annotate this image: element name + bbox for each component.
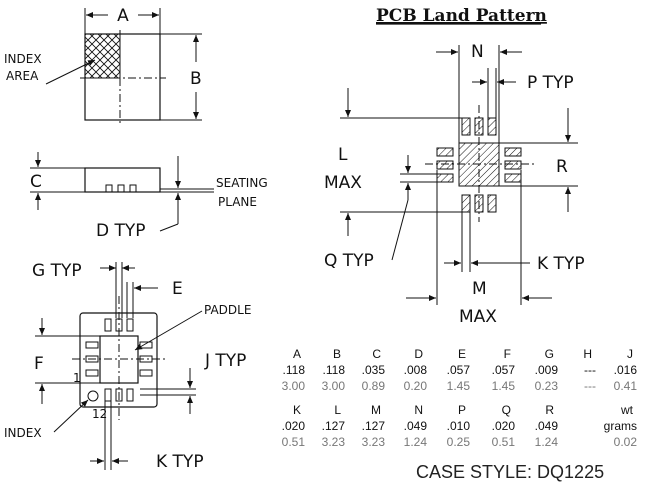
table-mm-cell: 0.23 xyxy=(535,379,559,393)
table-header-cell: J xyxy=(627,347,633,361)
dim-k-typ-bottom-label: K TYP xyxy=(156,452,204,472)
dim-r-label: R xyxy=(556,157,568,177)
pin-1-label: 1 xyxy=(73,371,81,385)
dim-f-label: F xyxy=(34,354,44,374)
paddle-label: PADDLE xyxy=(204,303,251,317)
table-header-cell: N xyxy=(414,403,423,417)
table-inch-cell: .118 xyxy=(323,363,346,377)
bottom-view: G TYP E PADDLE F J TYP 1 12 INDEX xyxy=(4,261,251,472)
table-mm-cell: 3.00 xyxy=(282,379,306,393)
table-inch-cell: .010 xyxy=(447,419,471,433)
table-inch-cell: .035 xyxy=(362,363,386,377)
dim-l-max-label: MAX xyxy=(324,173,362,193)
dim-q-typ-label: Q TYP xyxy=(324,251,374,271)
dim-l-label: L xyxy=(338,145,348,165)
table-header-cell: G xyxy=(545,347,554,361)
table-header-cell: D xyxy=(414,347,423,361)
dimension-table: A B C D E F G H J .118 .118 .035 .008 .057 .057 .009 ---… xyxy=(282,347,638,449)
index-area-label-line1: INDEX xyxy=(4,52,42,66)
table-mm-cell: 1.45 xyxy=(447,379,471,393)
table-header-cell: A xyxy=(293,347,301,361)
index-label: INDEX xyxy=(4,426,42,440)
table-mm-cell: 0.25 xyxy=(447,435,471,449)
dim-e-label: E xyxy=(172,279,183,299)
table-header-cell: H xyxy=(583,347,592,361)
table-mm-cell: 3.23 xyxy=(362,435,386,449)
side-view: C SEATING PLANE D TYP xyxy=(30,152,268,241)
dim-m-max-label: MAX xyxy=(459,307,497,327)
table-inch-cell: .118 xyxy=(283,363,306,377)
table-header-cell: M xyxy=(371,403,381,417)
table-inch-cell: .057 xyxy=(447,363,471,377)
seating-plane-label-line1: SEATING xyxy=(216,176,268,190)
pin1-index-mark xyxy=(87,390,99,402)
table-inch-cell: .008 xyxy=(404,363,428,377)
land-pattern-title: PCB Land Pattern xyxy=(376,6,547,26)
table-header-cell: Q xyxy=(502,403,511,417)
dim-m-label: M xyxy=(472,279,487,299)
table-mm-cell: 0.02 xyxy=(614,435,638,449)
table-header-cell: B xyxy=(333,347,341,361)
index-area-hatch xyxy=(84,33,121,79)
table-mm-cell: 0.51 xyxy=(492,435,516,449)
table-inch-cell: .049 xyxy=(535,419,559,433)
case-style-label: CASE STYLE: DQ1225 xyxy=(416,462,604,482)
table-inch-cell: .020 xyxy=(282,419,306,433)
dim-k-typ-right-label: K TYP xyxy=(537,254,585,274)
table-inch-cell: .127 xyxy=(322,419,346,433)
table-inch-cell: .049 xyxy=(404,419,428,433)
table-inch-cell: .016 xyxy=(614,363,638,377)
table-header-cell: F xyxy=(504,347,511,361)
index-area-leader xyxy=(45,59,96,85)
table-header-cell: K xyxy=(293,403,301,417)
table-header-cell: R xyxy=(545,403,554,417)
table-inch-cell: .009 xyxy=(535,363,559,377)
table-inch-cell: .127 xyxy=(362,419,386,433)
land-pattern: N P TYP L MAX R Q TYP K TY xyxy=(324,42,585,327)
table-mm-cell: 0.20 xyxy=(404,379,428,393)
table-mm-cell: 3.00 xyxy=(322,379,346,393)
package-outline-side xyxy=(84,167,161,193)
table-inch-cell: .020 xyxy=(492,419,516,433)
table-header-cell: P xyxy=(458,403,466,417)
index-area-label-line2: AREA xyxy=(6,69,39,83)
dim-n-label: N xyxy=(471,42,484,62)
table-inch-cell: --- xyxy=(584,363,596,377)
table-mm-cell: 0.89 xyxy=(362,379,386,393)
dim-j-typ-label: J TYP xyxy=(204,351,246,371)
table-header-cell: L xyxy=(334,403,341,417)
table-mm-cell: --- xyxy=(584,379,596,393)
table-mm-cell: 0.41 xyxy=(614,379,638,393)
table-header-cell: C xyxy=(372,347,381,361)
table-inch-cell: grams xyxy=(604,419,637,433)
table-header-cell: wt xyxy=(620,403,634,417)
seating-plane-label-line2: PLANE xyxy=(218,195,257,209)
dim-g-typ-label: G TYP xyxy=(32,261,82,281)
dim-d-typ-label: D TYP xyxy=(96,221,146,241)
table-header-cell: E xyxy=(458,347,466,361)
table-mm-cell: 1.24 xyxy=(535,435,559,449)
top-view: A B INDEX AREA xyxy=(4,6,202,124)
table-mm-cell: 0.51 xyxy=(282,435,306,449)
dim-c-label: C xyxy=(30,172,42,192)
table-mm-cell: 3.23 xyxy=(322,435,346,449)
dim-b-label: B xyxy=(190,69,202,89)
pin-12-label: 12 xyxy=(92,407,107,421)
dim-p-typ-label: P TYP xyxy=(527,73,574,93)
table-mm-cell: 1.45 xyxy=(492,379,516,393)
table-inch-cell: .057 xyxy=(492,363,516,377)
table-mm-cell: 1.24 xyxy=(404,435,428,449)
dim-a-label: A xyxy=(117,6,129,26)
